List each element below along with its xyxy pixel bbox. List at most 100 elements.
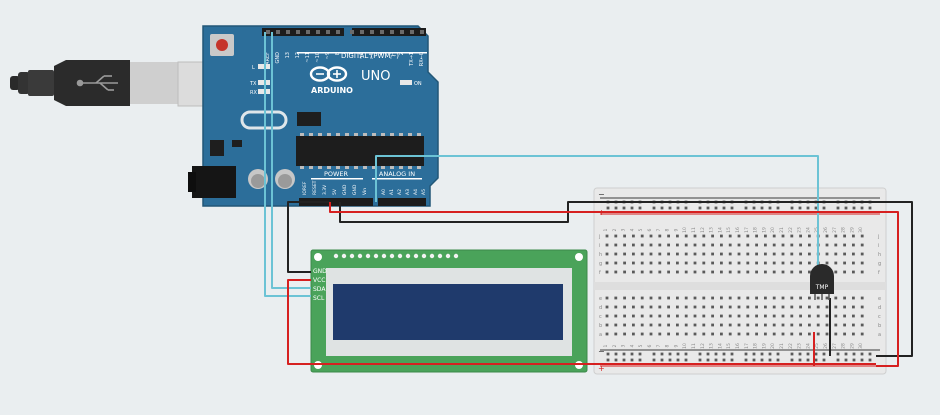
breadboard-hole[interactable] xyxy=(693,296,697,300)
breadboard-hole[interactable] xyxy=(860,358,864,362)
breadboard-hole[interactable] xyxy=(667,261,670,265)
breadboard-hole[interactable] xyxy=(755,234,758,238)
breadboard-hole[interactable] xyxy=(614,270,618,274)
breadboard-hole[interactable] xyxy=(772,252,776,256)
breadboard-hole[interactable] xyxy=(684,314,688,318)
breadboard-hole[interactable] xyxy=(702,323,706,327)
breadboard-hole[interactable] xyxy=(693,332,697,336)
breadboard-hole[interactable] xyxy=(816,323,820,327)
breadboard-hole[interactable] xyxy=(764,234,767,238)
breadboard-hole[interactable] xyxy=(720,332,723,336)
breadboard-hole[interactable] xyxy=(825,305,829,309)
breadboard-hole[interactable] xyxy=(632,261,635,265)
breadboard-hole[interactable] xyxy=(764,323,767,327)
breadboard-hole[interactable] xyxy=(737,243,741,247)
breadboard-hole[interactable] xyxy=(834,252,838,256)
breadboard-hole[interactable] xyxy=(772,243,776,247)
breadboard-hole[interactable] xyxy=(798,206,802,210)
breadboard-hole[interactable] xyxy=(776,206,780,210)
breadboard-hole[interactable] xyxy=(676,270,679,274)
breadboard-hole[interactable] xyxy=(746,270,750,274)
lcd-module[interactable]: GND VCC SDA SCL xyxy=(310,249,588,373)
digital-pin-socket[interactable] xyxy=(266,30,270,34)
breadboard-hole[interactable] xyxy=(834,305,838,309)
breadboard-hole[interactable] xyxy=(676,305,679,309)
breadboard-hole[interactable] xyxy=(799,332,802,336)
breadboard-hole[interactable] xyxy=(720,323,723,327)
breadboard-hole[interactable] xyxy=(760,358,764,362)
breadboard-hole[interactable] xyxy=(698,358,702,362)
breadboard-hole[interactable] xyxy=(630,358,634,362)
breadboard-hole[interactable] xyxy=(660,352,664,356)
breadboard-hole[interactable] xyxy=(799,261,802,265)
breadboard-hole[interactable] xyxy=(799,323,802,327)
breadboard-hole[interactable] xyxy=(606,206,610,210)
breadboard-hole[interactable] xyxy=(614,332,618,336)
breadboard-hole[interactable] xyxy=(825,314,829,318)
breadboard-hole[interactable] xyxy=(737,261,741,265)
breadboard-hole[interactable] xyxy=(737,234,741,238)
breadboard-hole[interactable] xyxy=(660,358,664,362)
breadboard-hole[interactable] xyxy=(658,252,662,256)
breadboard-hole[interactable] xyxy=(737,332,741,336)
breadboard-hole[interactable] xyxy=(843,270,846,274)
breadboard-hole[interactable] xyxy=(720,234,723,238)
breadboard-hole[interactable] xyxy=(772,323,776,327)
breadboard-hole[interactable] xyxy=(834,323,838,327)
breadboard-hole[interactable] xyxy=(711,270,714,274)
breadboard-hole[interactable] xyxy=(852,352,856,356)
breadboard-hole[interactable] xyxy=(676,314,679,318)
breadboard-hole[interactable] xyxy=(790,323,794,327)
breadboard-hole[interactable] xyxy=(808,296,811,300)
breadboard-hole[interactable] xyxy=(790,206,794,210)
breadboard-hole[interactable] xyxy=(684,206,688,210)
breadboard-hole[interactable] xyxy=(808,234,811,238)
breadboard-hole[interactable] xyxy=(798,352,802,356)
breadboard-hole[interactable] xyxy=(755,243,758,247)
breadboard-hole[interactable] xyxy=(822,206,826,210)
breadboard-hole[interactable] xyxy=(667,332,670,336)
breadboard-hole[interactable] xyxy=(790,296,794,300)
breadboard-hole[interactable] xyxy=(614,206,618,210)
breadboard-hole[interactable] xyxy=(852,261,855,265)
digital-pin-socket[interactable] xyxy=(306,30,310,34)
breadboard-hole[interactable] xyxy=(808,332,811,336)
breadboard-hole[interactable] xyxy=(730,206,734,210)
breadboard-hole[interactable] xyxy=(702,261,706,265)
breadboard-hole[interactable] xyxy=(658,261,662,265)
breadboard-hole[interactable] xyxy=(632,270,635,274)
breadboard-hole[interactable] xyxy=(844,352,848,356)
breadboard-hole[interactable] xyxy=(698,206,702,210)
breadboard-hole[interactable] xyxy=(649,296,653,300)
breadboard-hole[interactable] xyxy=(768,352,772,356)
breadboard-hole[interactable] xyxy=(790,270,794,274)
breadboard-hole[interactable] xyxy=(728,243,732,247)
breadboard-hole[interactable] xyxy=(843,261,846,265)
breadboard-hole[interactable] xyxy=(808,270,811,274)
breadboard-hole[interactable] xyxy=(744,206,748,210)
breadboard-hole[interactable] xyxy=(614,243,618,247)
breadboard-hole[interactable] xyxy=(711,332,714,336)
breadboard-hole[interactable] xyxy=(632,252,635,256)
breadboard-hole[interactable] xyxy=(649,323,653,327)
breadboard-hole[interactable] xyxy=(852,234,855,238)
breadboard-hole[interactable] xyxy=(640,332,644,336)
wire-sensor-signal[interactable] xyxy=(375,155,819,272)
breadboard-hole[interactable] xyxy=(658,243,662,247)
breadboard-hole[interactable] xyxy=(808,323,811,327)
breadboard-hole[interactable] xyxy=(649,270,653,274)
breadboard-hole[interactable] xyxy=(684,270,688,274)
breadboard-hole[interactable] xyxy=(640,243,644,247)
temperature-sensor[interactable]: TMP xyxy=(810,264,834,300)
breadboard-hole[interactable] xyxy=(776,352,780,356)
breadboard-hole[interactable] xyxy=(714,206,718,210)
breadboard-hole[interactable] xyxy=(772,270,776,274)
breadboard-hole[interactable] xyxy=(790,358,794,362)
breadboard-hole[interactable] xyxy=(799,314,802,318)
breadboard-hole[interactable] xyxy=(781,234,785,238)
breadboard-hole[interactable] xyxy=(772,234,776,238)
breadboard-hole[interactable] xyxy=(614,323,618,327)
breadboard-hole[interactable] xyxy=(860,252,864,256)
breadboard-hole[interactable] xyxy=(746,234,750,238)
breadboard-hole[interactable] xyxy=(658,234,662,238)
